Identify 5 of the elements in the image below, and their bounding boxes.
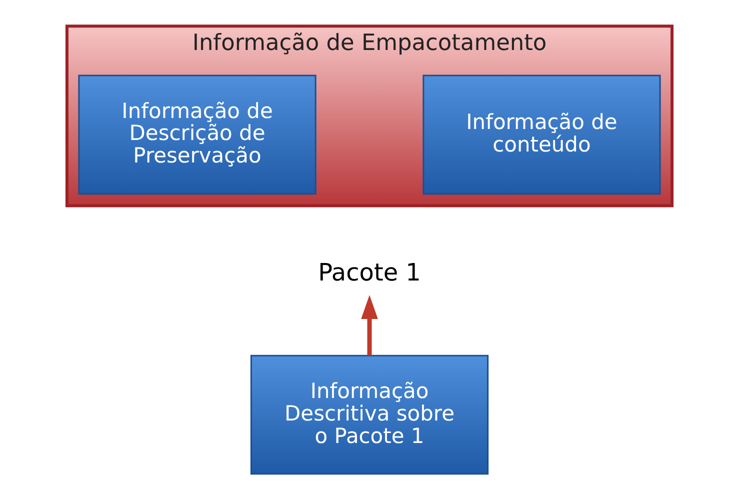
node-box: Informação de conteúdo: [422, 74, 661, 195]
arrow: [361, 295, 378, 356]
node-box: Informação de Descrição de Preservação: [78, 74, 316, 195]
node-text: Pacote 1: [318, 258, 421, 286]
node-box: Informação Descritiva sobre o Pacote 1: [250, 354, 489, 475]
